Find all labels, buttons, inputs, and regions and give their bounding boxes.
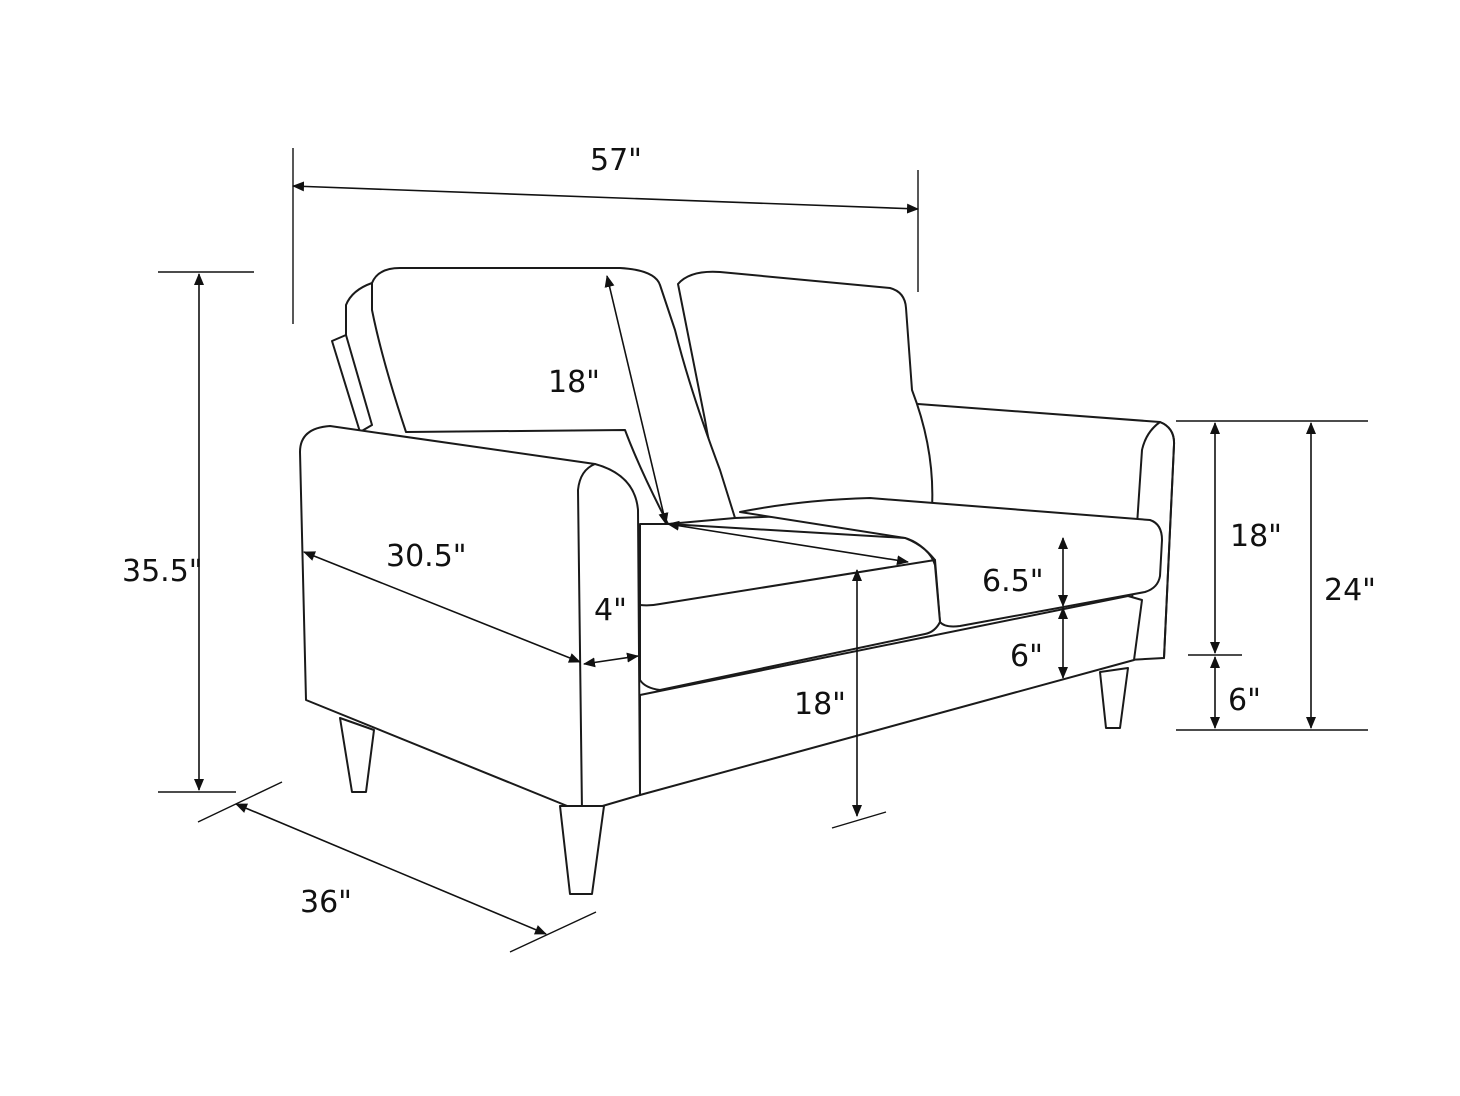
seat-cushion-depth-arrow bbox=[667, 520, 909, 566]
label-base-height: 6" bbox=[1010, 639, 1043, 674]
label-leg-height: 6" bbox=[1228, 683, 1261, 718]
label-backrest-height: 18" bbox=[548, 365, 600, 400]
leg-front-left bbox=[339, 717, 375, 793]
overall-width-arrow bbox=[292, 181, 919, 214]
backrest-height-arrow bbox=[604, 275, 669, 525]
leg-front-middle bbox=[559, 805, 605, 895]
dimension-lines bbox=[158, 148, 1368, 953]
label-arm-width: 4" bbox=[594, 593, 627, 628]
overall-depth-arrow bbox=[235, 803, 547, 935]
label-cushion-thickness: 6.5" bbox=[982, 564, 1044, 599]
leg-front-right bbox=[1099, 667, 1129, 729]
right-arm-front bbox=[1159, 421, 1176, 659]
label-seat-height: 18" bbox=[794, 687, 846, 722]
label-overall-width: 57" bbox=[590, 143, 642, 178]
label-overall-depth: 36" bbox=[300, 885, 352, 920]
dimension-labels: 57" 35.5" 36" 18" 30.5" 4" 6.5" 6" 18" 1… bbox=[122, 143, 1376, 920]
label-seat-depth: 30.5" bbox=[386, 539, 467, 574]
seat-cushion-left-seam bbox=[639, 559, 936, 607]
depth-extension-front bbox=[509, 911, 597, 953]
seat-height-floor-line bbox=[831, 811, 887, 829]
arm-width-arrow bbox=[583, 652, 639, 668]
seat-cushion-left bbox=[639, 523, 941, 691]
back-cushion-left-side bbox=[345, 282, 373, 336]
label-arm-height: 24" bbox=[1324, 573, 1376, 608]
label-arm-above-leg: 18" bbox=[1230, 519, 1282, 554]
left-arm-roll bbox=[577, 463, 596, 813]
depth-extension-back bbox=[197, 781, 283, 823]
back-frame-edge bbox=[331, 334, 373, 433]
label-overall-height: 35.5" bbox=[122, 554, 203, 589]
seat-depth-arrow bbox=[303, 551, 581, 663]
